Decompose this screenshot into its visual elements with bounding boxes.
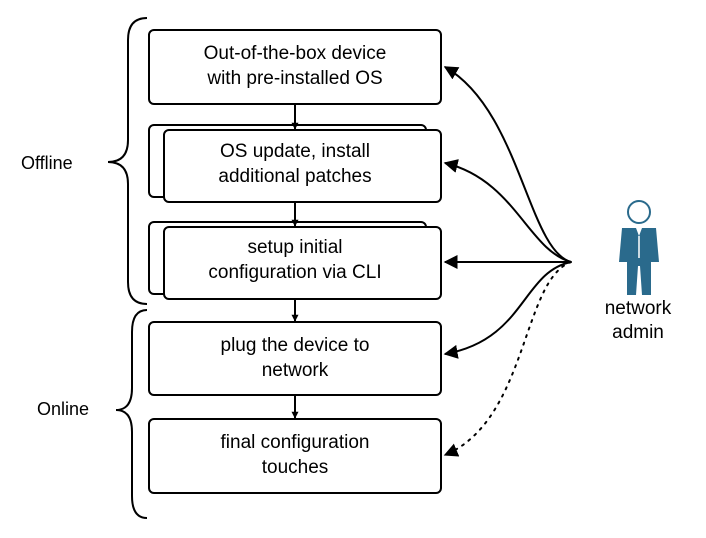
admin-body (619, 228, 659, 295)
step-box-1: Out-of-the-box device with pre-installed… (148, 29, 442, 105)
step-2-line-2: additional patches (218, 166, 371, 187)
step-5-line-2: touches (262, 457, 329, 478)
offline-brace (107, 17, 148, 305)
step-box-4: plug the device to network (148, 321, 442, 396)
step-5-line-1: final configuration (221, 432, 370, 453)
admin-label-line-2: admin (612, 322, 664, 343)
offline-label: Offline (21, 153, 73, 173)
step-2-line-1: OS update, install (220, 141, 370, 162)
online-brace (115, 309, 148, 519)
admin-label-line-1: network (605, 298, 672, 319)
step-3-line-2: configuration via CLI (208, 262, 381, 283)
step-box-3: setup initial configuration via CLI (148, 221, 442, 300)
admin-arrow-to-step-5 (443, 261, 572, 457)
step-4-line-2: network (262, 360, 329, 381)
network-admin-person-icon (619, 200, 659, 295)
admin-arrow-to-step-2 (443, 159, 572, 263)
step-1-line-2: with pre-installed OS (206, 68, 382, 89)
admin-arrow-to-step-4 (443, 261, 572, 359)
step-4-line-1: plug the device to (221, 335, 370, 356)
step-3-line-1: setup initial (247, 237, 342, 258)
step-1-line-1: Out-of-the-box device (204, 43, 387, 64)
online-label: Online (37, 399, 89, 419)
admin-arrow-to-step-1 (443, 66, 572, 263)
step-box-2: OS update, install additional patches (148, 124, 442, 203)
step-box-5: final configuration touches (148, 418, 442, 494)
